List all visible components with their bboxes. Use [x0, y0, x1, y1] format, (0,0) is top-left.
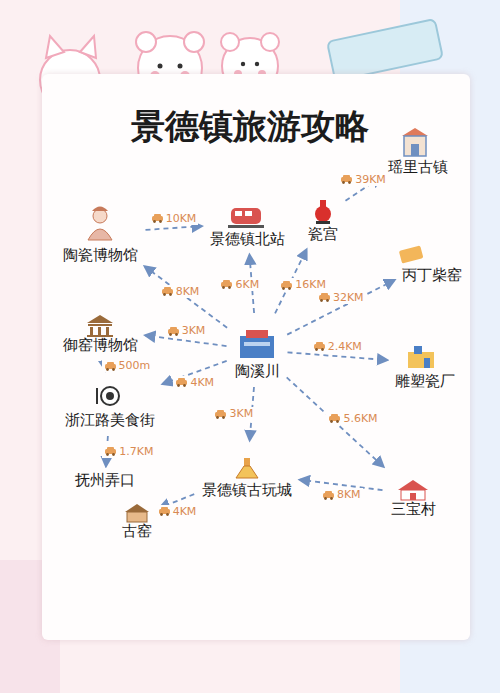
place-node: 浙江路美食街 [60, 373, 160, 433]
distance-text: 8KM [176, 285, 200, 298]
factory-icon [408, 346, 434, 368]
place-node: 丙丁柴窑 [397, 234, 467, 288]
distance-text: 3KM [229, 407, 253, 420]
distance-text: 3KM [182, 324, 206, 337]
distance-text: 5.6KM [343, 412, 377, 425]
place-node: 景德镇古玩城 [197, 443, 297, 503]
dashed-route [287, 377, 384, 466]
car-icon [158, 506, 171, 516]
flask-icon [236, 458, 258, 478]
distance-label: 4KM [156, 505, 199, 518]
distance-text: 500m [119, 359, 151, 372]
distance-text: 8KM [337, 488, 361, 501]
place-name: 陶瓷博物馆 [58, 246, 143, 265]
distance-label: 3KM [212, 407, 255, 420]
car-icon [104, 361, 117, 371]
dashed-route [145, 226, 201, 230]
car-icon [318, 292, 331, 302]
house-icon [398, 480, 428, 500]
distance-label: 39KM [338, 173, 388, 186]
distance-label: 6KM [218, 278, 261, 291]
distance-label: 32KM [316, 291, 366, 304]
distance-text: 4KM [190, 376, 214, 389]
distance-text: 32KM [333, 291, 364, 304]
dashed-route [287, 352, 387, 360]
car-icon [340, 174, 353, 184]
place-node: 景德镇北站 [205, 194, 290, 252]
car-icon [175, 377, 188, 387]
dashed-route [145, 266, 227, 327]
figure-icon [88, 207, 112, 241]
place-node: 抚州弄口 [70, 469, 140, 493]
distance-label: 5.6KM [326, 412, 379, 425]
car-icon [322, 490, 335, 500]
place-name: 浙江路美食街 [60, 411, 160, 430]
distance-text: 10KM [166, 212, 197, 225]
distance-text: 1.7KM [119, 445, 153, 458]
place-node: 三宝村 [386, 466, 441, 522]
place-name: 雕塑瓷厂 [390, 372, 460, 391]
place-name: 景德镇北站 [205, 230, 290, 249]
car-icon [328, 413, 341, 423]
distance-label: 8KM [159, 285, 202, 298]
place-node: 陶瓷博物馆 [58, 198, 143, 268]
car-icon [280, 280, 293, 290]
building-icon [240, 330, 274, 358]
place-name: 瓷宫 [303, 225, 343, 244]
train-icon [228, 208, 264, 228]
car-icon [313, 341, 326, 351]
place-name: 三宝村 [386, 500, 441, 519]
place-name: 丙丁柴窑 [397, 266, 467, 285]
distance-text: 4KM [173, 505, 197, 518]
distance-label: 8KM [320, 488, 363, 501]
distance-label: 500m [102, 359, 153, 372]
ticket-icon [399, 245, 424, 263]
distance-text: 39KM [355, 173, 386, 186]
place-name: 景德镇古玩城 [197, 481, 297, 500]
place-name: 陶溪川 [230, 362, 285, 381]
car-icon [104, 446, 117, 456]
place-node: 瑶里古镇 [383, 124, 453, 180]
place-name: 古窑 [117, 522, 157, 541]
place-name: 抚州弄口 [70, 471, 140, 490]
distance-label: 2.4KM [311, 340, 364, 353]
distance-label: 3KM [165, 324, 208, 337]
car-icon [220, 279, 233, 289]
place-node: 瓷宫 [303, 185, 343, 247]
place-node: 陶溪川 [230, 316, 285, 384]
bowl-icon [96, 387, 119, 405]
museum-icon [87, 315, 113, 337]
place-name: 瑶里古镇 [383, 158, 453, 177]
distance-label: 1.7KM [102, 445, 155, 458]
place-node: 古窑 [117, 490, 157, 544]
place-name: 御窑博物馆 [58, 336, 143, 355]
distance-text: 6KM [235, 278, 259, 291]
place-node: 雕塑瓷厂 [390, 332, 460, 394]
distance-label: 10KM [149, 212, 199, 225]
car-icon [151, 213, 164, 223]
distance-label: 4KM [173, 376, 216, 389]
title: 景德镇旅游攻略 [0, 104, 500, 150]
distance-text: 16KM [295, 278, 326, 291]
kiln-icon [125, 504, 149, 522]
car-icon [161, 286, 174, 296]
place-node: 御窑博物馆 [58, 301, 143, 358]
distance-text: 2.4KM [328, 340, 362, 353]
gate-icon [402, 128, 428, 156]
vase-icon [315, 200, 331, 224]
car-icon [214, 409, 227, 419]
distance-label: 16KM [278, 278, 328, 291]
car-icon [167, 326, 180, 336]
